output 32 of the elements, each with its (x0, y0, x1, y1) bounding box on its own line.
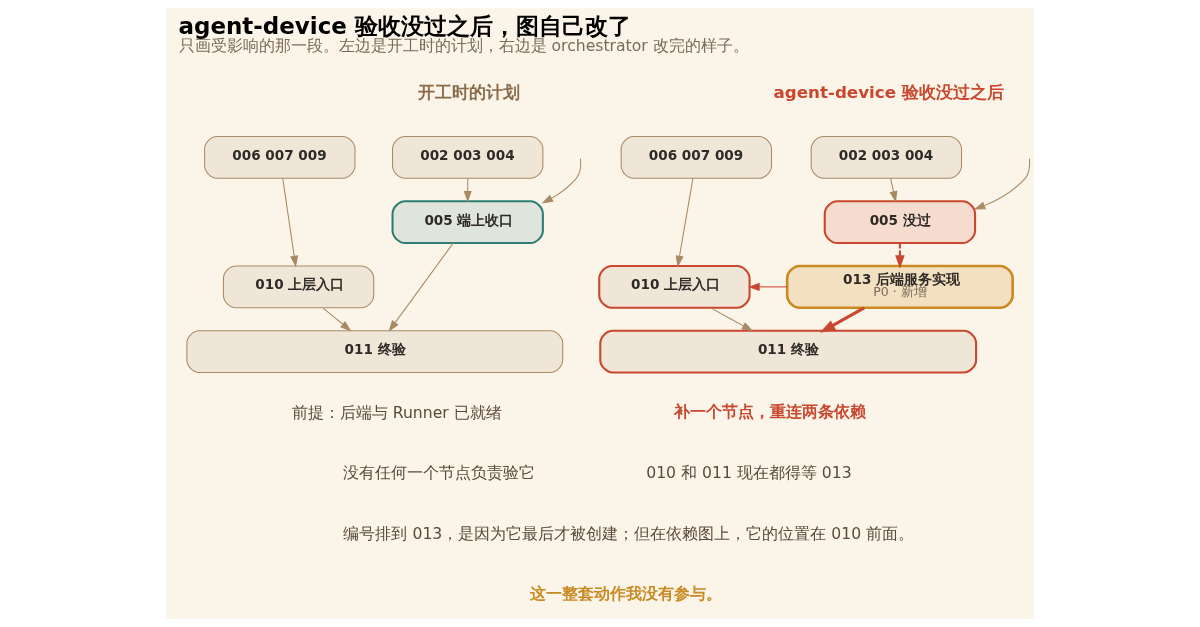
node-box: 010 上层入口 (222, 265, 375, 309)
arrow (710, 307, 754, 332)
arrow (895, 243, 905, 269)
arrow (889, 178, 898, 203)
arrow (282, 177, 299, 268)
arrow (388, 242, 454, 332)
node-box: 002 003 004 (392, 136, 544, 179)
node-box: 002 003 004 (810, 136, 963, 179)
node-box: 010 上层入口 (598, 264, 751, 309)
arrow (463, 178, 472, 203)
label: 补一个节点，重连两条依赖 (673, 401, 866, 421)
arrow (675, 177, 694, 268)
node-box: 006 007 009 (204, 136, 356, 179)
arrow (973, 158, 1031, 210)
node-box: 011 终验 (186, 330, 564, 373)
label: 编号排到 013，是因为它最后才被创建；但在依赖图上，它的位置在 010 前面。 (343, 524, 915, 543)
label: 没有任何一个节点负责验它 (342, 463, 535, 483)
label: 010 和 011 现在都得等 013 (646, 463, 852, 483)
arrow (322, 307, 352, 332)
arrow (748, 282, 788, 291)
label: 这一整套动作我没有参与。 (529, 583, 722, 603)
label: 开工时的计划 (418, 81, 521, 102)
diagram-title: agent-device 验收没过之后，图自己改了 (178, 12, 631, 39)
node-box: 013 后端服务实现 P0 · 新增 (785, 264, 1014, 310)
arrow (541, 158, 582, 204)
node-box: 005 没过 (823, 200, 977, 245)
node-box: 011 终验 (599, 329, 978, 374)
label: agent-device 验收没过之后 (773, 81, 1004, 102)
node-box: 006 007 009 (620, 136, 772, 179)
node-box: 005 端上收口 (391, 200, 544, 245)
arrow (819, 306, 866, 333)
label: 前提：后端与 Runner 已就绪 (291, 402, 502, 422)
